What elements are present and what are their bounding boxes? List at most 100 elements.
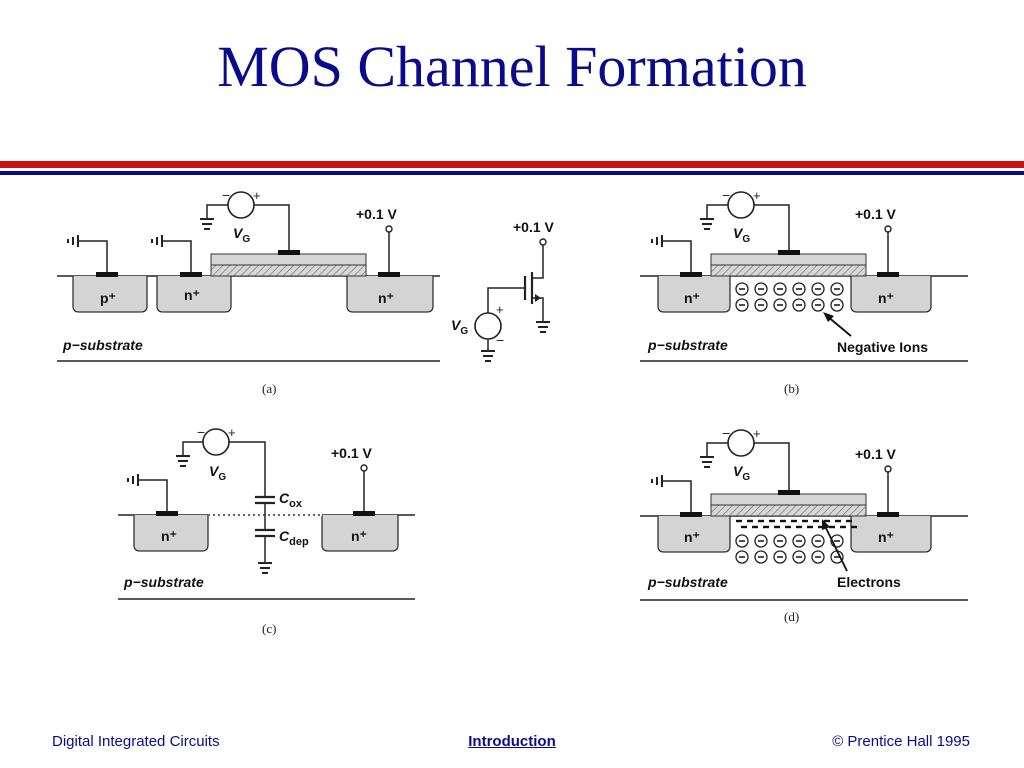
panel-b: n⁺ n⁺ − + VG +0.1 V Negative Ions p−subs… xyxy=(640,187,968,396)
negative-ions-label: Negative Ions xyxy=(837,339,928,355)
contact xyxy=(680,512,702,517)
vg-label: VG xyxy=(733,463,750,483)
substrate-label: p−substrate xyxy=(647,574,728,590)
n-plus-label: n⁺ xyxy=(878,529,894,545)
electrons-label: Electrons xyxy=(837,574,901,590)
terminal xyxy=(385,225,393,233)
terminal xyxy=(539,238,547,246)
vg-label: VG xyxy=(733,225,750,245)
vg-label: VG xyxy=(233,225,250,245)
vg-label: VG xyxy=(451,317,468,337)
gate-oxide xyxy=(710,264,867,277)
caption-d: (d) xyxy=(784,609,799,624)
substrate-label: p−substrate xyxy=(647,337,728,353)
minus-sign: − xyxy=(722,425,730,441)
title-rule-blue xyxy=(0,171,1024,175)
n-plus-region-source xyxy=(133,515,209,552)
cox-label: Cox xyxy=(279,490,303,510)
panel-d: n⁺ n⁺ − + VG +0.1 V Electrons p−substrat… xyxy=(640,425,968,624)
plus-sign: + xyxy=(228,425,236,440)
wire xyxy=(229,441,266,496)
gate-poly xyxy=(710,493,867,506)
slide-title: MOS Channel Formation xyxy=(217,34,807,99)
n-plus-label: n⁺ xyxy=(378,290,394,306)
plus-sign: + xyxy=(253,188,261,203)
contact xyxy=(680,272,702,277)
footer-section-link[interactable]: Introduction xyxy=(468,733,556,750)
n-plus-label: n⁺ xyxy=(184,287,200,303)
n-plus-label: n⁺ xyxy=(161,528,177,544)
wire xyxy=(138,479,168,511)
n-plus-region-source xyxy=(657,276,731,313)
plus-sign: + xyxy=(496,302,504,317)
n-plus-region-source xyxy=(156,276,232,313)
gate-oxide xyxy=(210,264,367,277)
contact xyxy=(180,272,202,277)
negative-ions xyxy=(735,282,844,312)
n-plus-region-drain xyxy=(850,276,932,313)
contact xyxy=(778,490,800,495)
gate-voltage-source xyxy=(227,191,255,219)
contact xyxy=(278,250,300,255)
panel-a: p⁺ n⁺ n⁺ − + VG +0.1 V p−substrate (a xyxy=(57,187,440,396)
contact xyxy=(96,272,118,277)
supply-voltage-label: +0.1 V xyxy=(855,446,897,462)
pointer-arrowhead xyxy=(822,519,830,530)
panel-c: n⁺ n⁺ − + VG Cox Cdep +0.1 V p−substra xyxy=(118,424,415,636)
wire xyxy=(662,240,692,272)
terminal xyxy=(884,465,892,473)
wire xyxy=(706,442,728,456)
source-arrow xyxy=(535,294,541,302)
minus-sign: − xyxy=(197,424,205,440)
plus-sign: + xyxy=(753,426,761,441)
minus-sign: − xyxy=(222,187,230,203)
supply-voltage-label: +0.1 V xyxy=(513,219,555,235)
minus-sign: − xyxy=(722,187,730,203)
wire xyxy=(254,204,290,250)
gate-voltage-source xyxy=(727,429,755,457)
wire xyxy=(206,204,228,218)
n-plus-region-drain xyxy=(346,276,434,313)
plus-sign: + xyxy=(753,188,761,203)
wire xyxy=(78,240,108,272)
wire xyxy=(706,204,728,218)
mos-channel-diagram: p⁺ n⁺ n⁺ − + VG +0.1 V p−substrate (a xyxy=(57,187,968,636)
supply-voltage-label: +0.1 V xyxy=(331,445,373,461)
terminal xyxy=(360,464,368,472)
pointer-arrow xyxy=(823,523,848,572)
wire xyxy=(662,480,692,512)
cdep-label: Cdep xyxy=(279,528,309,548)
pointer-arrowhead xyxy=(823,312,834,322)
vg-label: VG xyxy=(209,463,226,483)
gate-voltage-source xyxy=(202,428,230,456)
n-plus-label: n⁺ xyxy=(878,290,894,306)
contact xyxy=(378,272,400,277)
supply-voltage-label: +0.1 V xyxy=(855,206,897,222)
caption-c: (c) xyxy=(262,621,276,636)
wire xyxy=(182,441,203,455)
substrate-label: p−substrate xyxy=(62,337,143,353)
title-rule-red xyxy=(0,161,1024,168)
electron-layer xyxy=(736,519,857,529)
terminal xyxy=(884,225,892,233)
caption-a: (a) xyxy=(262,381,276,396)
gate-poly xyxy=(710,253,867,266)
contact xyxy=(353,511,375,516)
nmos-transistor-symbol: +0.1 V + − VG xyxy=(451,219,555,362)
wire xyxy=(532,245,544,279)
n-plus-region-source xyxy=(657,516,731,553)
n-plus-region-drain xyxy=(850,516,932,553)
pointer-arrow xyxy=(826,315,852,337)
gate-poly xyxy=(210,253,367,266)
contact xyxy=(877,272,899,277)
wire xyxy=(754,204,790,250)
p-plus-label: p⁺ xyxy=(100,290,116,306)
contact xyxy=(877,512,899,517)
gate-voltage-source xyxy=(727,191,755,219)
n-plus-label: n⁺ xyxy=(684,290,700,306)
n-plus-region-drain xyxy=(321,515,399,552)
minus-sign: − xyxy=(496,332,504,348)
wire xyxy=(754,442,790,490)
supply-voltage-label: +0.1 V xyxy=(356,206,398,222)
gate-oxide xyxy=(710,504,867,517)
